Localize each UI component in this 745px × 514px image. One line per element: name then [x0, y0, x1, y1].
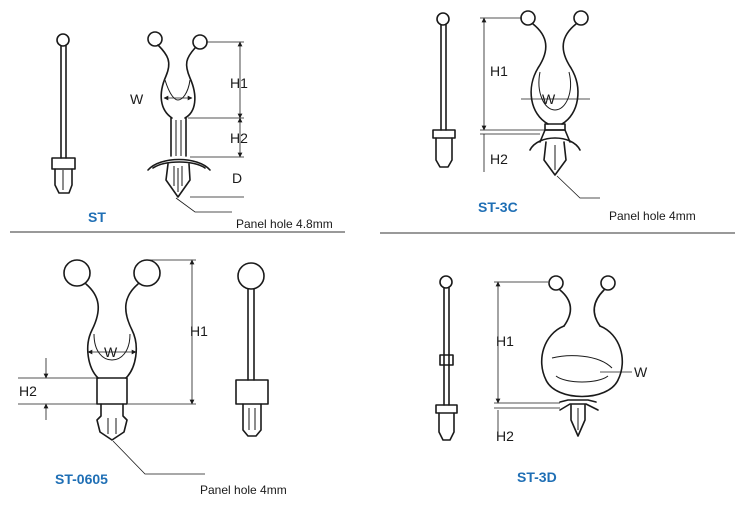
- st-0605-model-label: ST-0605: [55, 471, 108, 487]
- st-3d-dim-h1: H1: [496, 333, 514, 349]
- st-side-view: [51, 33, 76, 194]
- st-3c-side-view: [432, 12, 456, 168]
- st-3c-dim-w: W: [542, 91, 556, 107]
- st-model-label: ST: [88, 209, 106, 225]
- st-3d-front-view: [540, 275, 624, 437]
- st-0605-dim-h2: H2: [19, 383, 37, 399]
- st-0605-panel-hole: Panel hole 4mm: [200, 483, 287, 497]
- st-dim-d: D: [232, 170, 242, 186]
- st-front-view: [147, 31, 211, 198]
- panel-st-3c: W H1 H2 ST-3C Panel hole 4mm: [432, 10, 696, 223]
- st-panel-hole: Panel hole 4.8mm: [236, 217, 333, 231]
- panel-st-3d: W H1 H2 ST-3D: [435, 275, 648, 485]
- st-dim-h2: H2: [230, 130, 248, 146]
- panel-st-0605: W H1 H2 ST-0605 Panel hole 4mm: [18, 259, 287, 497]
- st-3d-model-label: ST-3D: [517, 469, 557, 485]
- st-3d-side-view: [435, 275, 458, 441]
- st-3d-dim-h2: H2: [496, 428, 514, 444]
- panel-st: W H1 H2 D ST Panel hole 4.8mm: [51, 31, 333, 231]
- st-0605-dim-w: W: [104, 344, 118, 360]
- st-3c-panel-hole: Panel hole 4mm: [609, 209, 696, 223]
- st-3c-dim-h1: H1: [490, 63, 508, 79]
- st-dim-w: W: [130, 91, 144, 107]
- st-dim-h1: H1: [230, 75, 248, 91]
- st-3c-dim-h2: H2: [490, 151, 508, 167]
- st-0605-dim-h1: H1: [190, 323, 208, 339]
- st-3c-model-label: ST-3C: [478, 199, 518, 215]
- st-0605-side-view: [235, 262, 269, 437]
- st-3d-dim-w: W: [634, 364, 648, 380]
- st-0605-front-view: [63, 259, 161, 441]
